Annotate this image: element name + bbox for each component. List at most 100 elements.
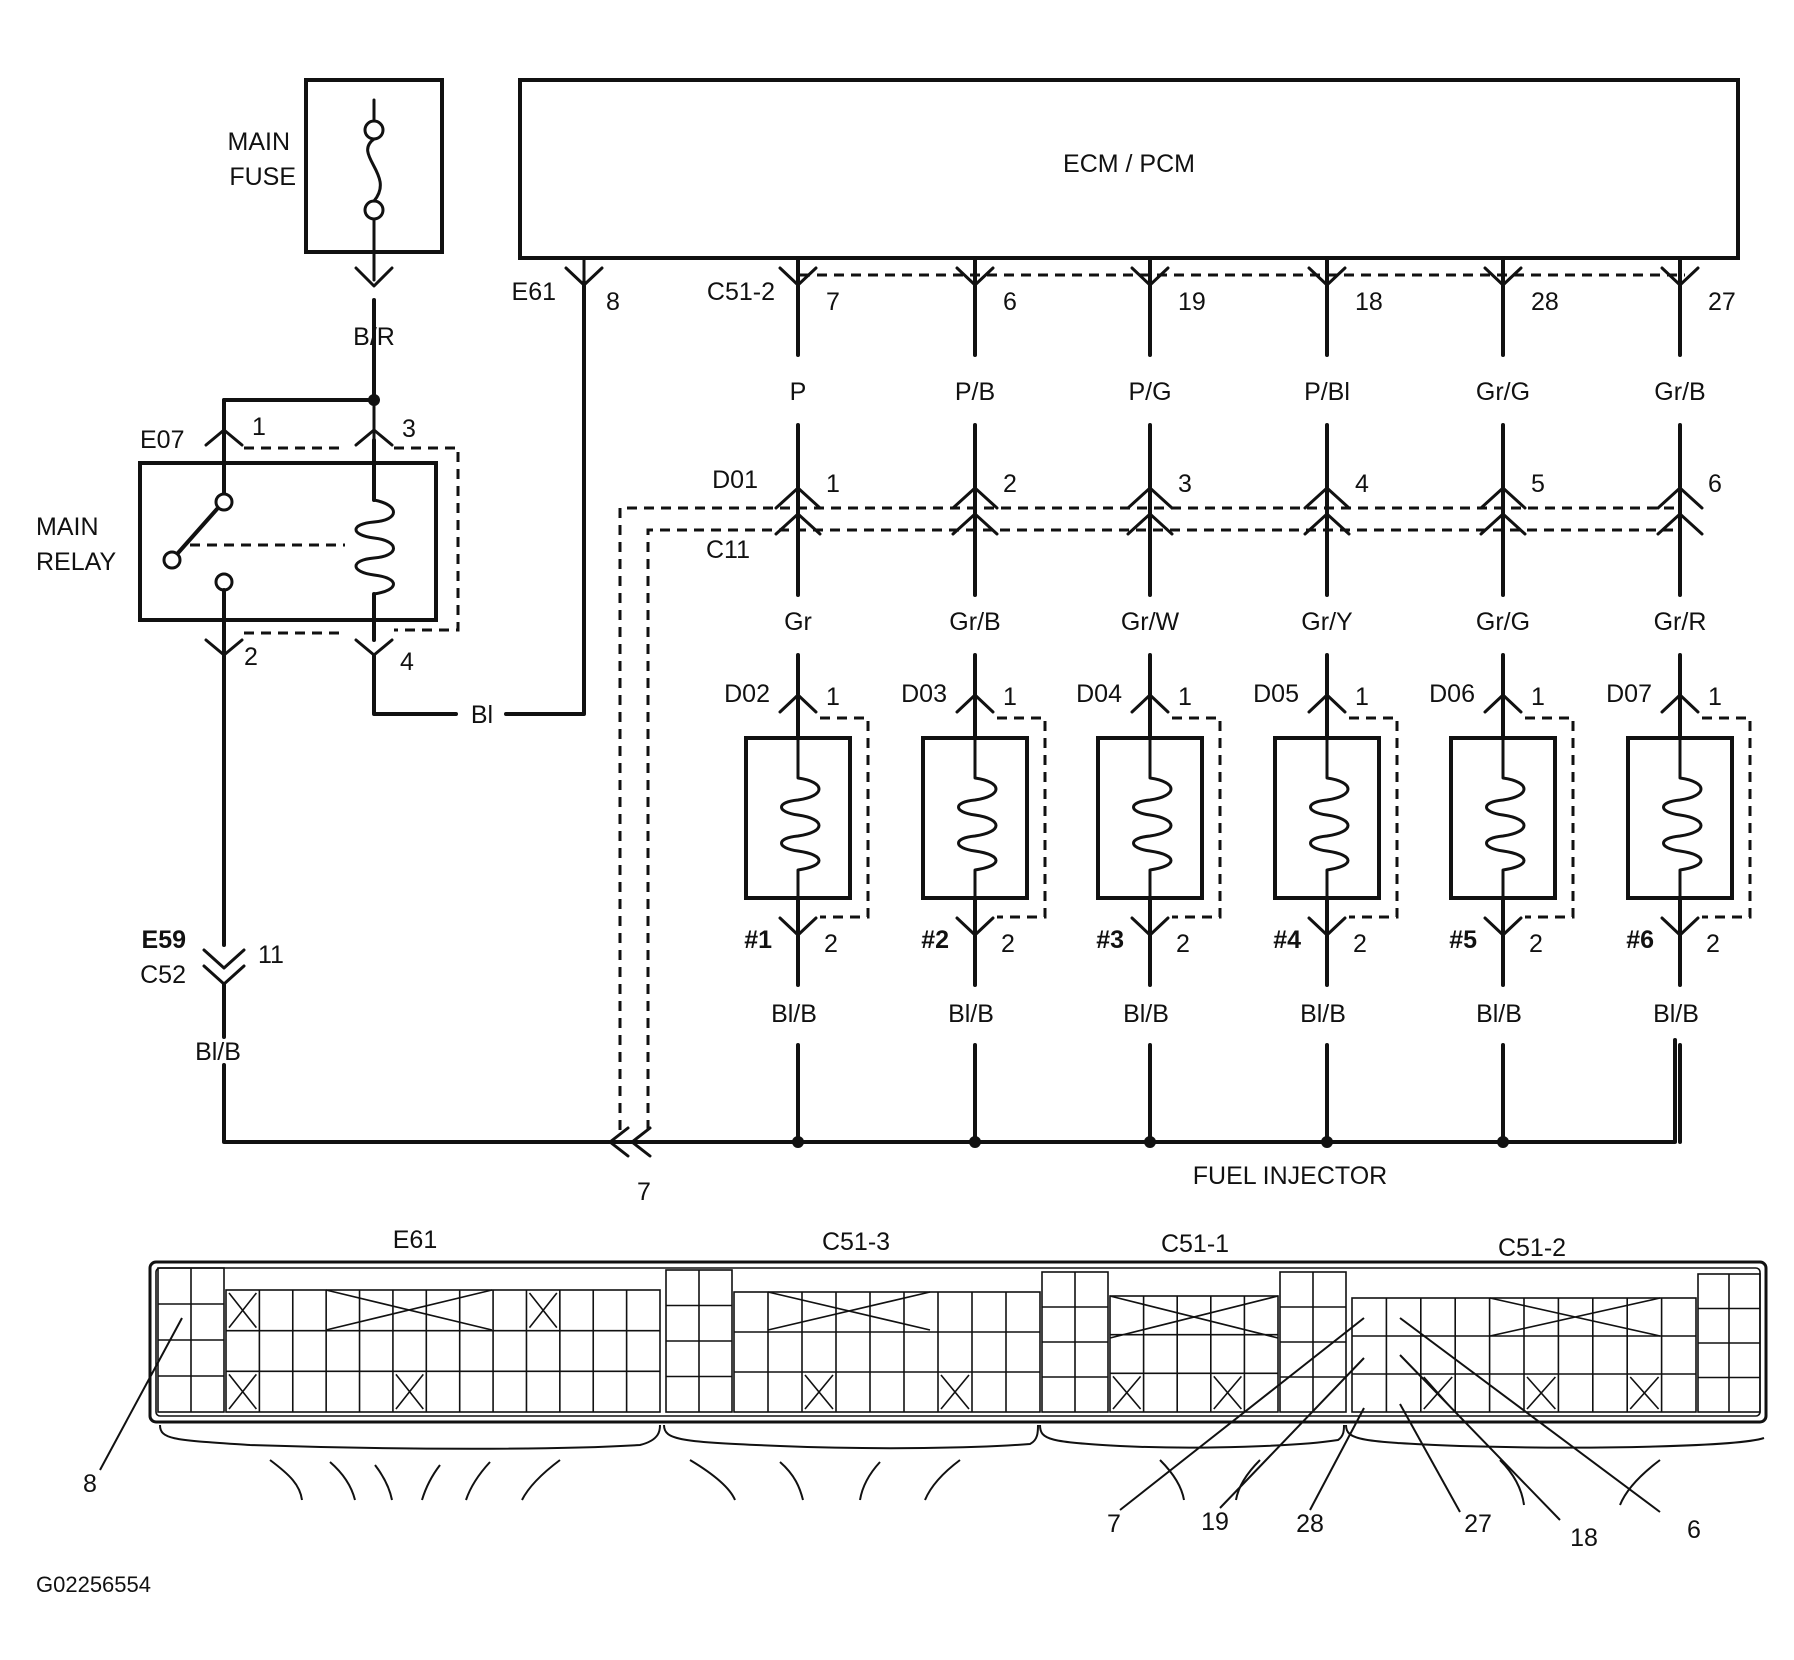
injector-pin-bottom: 2 bbox=[1706, 930, 1720, 958]
e61-blank-span bbox=[325, 1289, 493, 1331]
wire-color-bottom: Bl/B bbox=[1123, 1000, 1169, 1028]
injector-terminal-top bbox=[955, 693, 995, 714]
ecm-pin-label: 6 bbox=[1003, 288, 1017, 316]
injector-pin-bottom: 2 bbox=[1529, 930, 1543, 958]
injector-terminal-bottom bbox=[1483, 916, 1523, 937]
c51-1-right-tower bbox=[1279, 1271, 1347, 1413]
injector-connector-label: D03 bbox=[901, 680, 947, 708]
callout-6: 6 bbox=[1687, 1516, 1701, 1544]
injector-pin-bottom: 2 bbox=[1176, 930, 1190, 958]
injector-connector-label: D05 bbox=[1253, 680, 1299, 708]
blank-cavity bbox=[395, 1373, 424, 1410]
injector-number: #2 bbox=[921, 926, 949, 954]
cavity-block bbox=[225, 1289, 661, 1413]
wire-color-bottom: Bl/B bbox=[1300, 1000, 1346, 1028]
injector-pin-bottom: 2 bbox=[1001, 930, 1015, 958]
cavity-block bbox=[733, 1291, 1041, 1413]
main-relay-label-line2: RELAY bbox=[36, 548, 116, 576]
blank-cavity bbox=[228, 1292, 258, 1329]
injector-terminal-bottom bbox=[1130, 916, 1170, 937]
face-block-e61: E61 bbox=[393, 1226, 437, 1254]
connector-face-grids bbox=[157, 1267, 1761, 1413]
injector-coil bbox=[1662, 736, 1703, 900]
e61-end-tower bbox=[157, 1267, 225, 1413]
relay-pin-4: 4 bbox=[400, 648, 414, 676]
inline-pin-label: 6 bbox=[1708, 470, 1722, 498]
wire-color-top: P/G bbox=[1128, 378, 1171, 406]
wire-color-bottom: Bl/B bbox=[948, 1000, 994, 1028]
callout-27: 27 bbox=[1464, 1510, 1492, 1538]
wire-label-bl: Bl bbox=[471, 701, 493, 729]
callout-19: 19 bbox=[1201, 1508, 1229, 1536]
callout-8: 8 bbox=[83, 1470, 97, 1498]
ecm-pcm-module: ECM / PCM bbox=[518, 78, 1740, 260]
injector-terminal-top bbox=[1130, 693, 1170, 714]
injector-supply-wire: E59 C52 11 Bl/B bbox=[140, 658, 1677, 1144]
injector-pin-bottom: 2 bbox=[824, 930, 838, 958]
injector-connector-label: D06 bbox=[1429, 680, 1475, 708]
callout-18: 18 bbox=[1570, 1524, 1598, 1552]
wire-color-top: P bbox=[790, 378, 807, 406]
ecm-pin-terminal bbox=[778, 266, 818, 287]
inline-pin-label: 3 bbox=[1178, 470, 1192, 498]
injector-terminal-bottom bbox=[778, 916, 818, 937]
injector-coil bbox=[957, 736, 998, 900]
ecm-pin-terminal bbox=[1130, 266, 1170, 287]
e61-cavity-grid bbox=[225, 1289, 661, 1413]
main-fuse: MAIN FUSE bbox=[228, 78, 444, 288]
ecm-pin-label: 19 bbox=[1178, 288, 1206, 316]
c51-2-end-tower bbox=[1697, 1273, 1761, 1413]
main-fuse-label-line2: FUSE bbox=[229, 163, 296, 191]
c51-1-end-tower bbox=[1041, 1271, 1109, 1413]
figure-id: G02256554 bbox=[36, 1572, 151, 1597]
inline-pin-label: 1 bbox=[826, 470, 840, 498]
blank-cavity bbox=[528, 1292, 558, 1329]
injector-pin-top: 1 bbox=[1355, 683, 1369, 711]
ecm-pin-terminal bbox=[1660, 266, 1700, 287]
inline-terminal-upper bbox=[1479, 486, 1527, 510]
e61-pin-label: 8 bbox=[606, 288, 620, 316]
blank-cavity bbox=[940, 1374, 970, 1410]
wire-color-mid: Gr/W bbox=[1121, 608, 1180, 636]
ecm-pin-terminal bbox=[1307, 266, 1347, 287]
injector-shield bbox=[997, 716, 1047, 919]
ecm-pcm-label: ECM / PCM bbox=[1063, 150, 1195, 178]
injector-shield bbox=[1172, 716, 1222, 919]
wire-color-top: Gr/G bbox=[1476, 378, 1530, 406]
injector-connector-label: D04 bbox=[1076, 680, 1122, 708]
ecm-pin-label: 18 bbox=[1355, 288, 1383, 316]
face-block-c51-1: C51-1 bbox=[1161, 1230, 1229, 1258]
relay-pin-3: 3 bbox=[402, 415, 416, 443]
inline-terminal-upper bbox=[1126, 486, 1174, 510]
injector-pin-top: 1 bbox=[1708, 683, 1722, 711]
wire-color-mid: Gr/R bbox=[1654, 608, 1707, 636]
injector-number: #6 bbox=[1626, 926, 1654, 954]
splice-connector-bottom: C52 bbox=[140, 961, 186, 989]
main-fuse-label-line1: MAIN bbox=[228, 128, 291, 156]
injector-terminal-top bbox=[778, 693, 818, 714]
injector-terminal-bottom bbox=[955, 916, 995, 937]
injector-terminal-bottom bbox=[1660, 916, 1700, 937]
ground-joint-pin: 7 bbox=[637, 1178, 651, 1206]
inline-terminal-lower bbox=[1656, 512, 1704, 536]
injector-shield bbox=[1702, 716, 1752, 919]
injector-shield bbox=[1525, 716, 1575, 919]
wire-color-mid: Gr bbox=[784, 608, 812, 636]
injector-number: #3 bbox=[1096, 926, 1124, 954]
wire-color-top: P/Bl bbox=[1304, 378, 1350, 406]
ecm-pin-terminal bbox=[955, 266, 995, 287]
injector-terminal-top bbox=[1660, 693, 1700, 714]
c51-2-blank-span bbox=[1489, 1297, 1661, 1337]
connector-face-view: E61 C51-3 C51-1 C51-2 8 7 19 bbox=[83, 1226, 1768, 1552]
inline-terminal-upper bbox=[1303, 486, 1351, 510]
inline-terminal-upper bbox=[774, 486, 822, 510]
injector-shield bbox=[820, 716, 870, 919]
relay-connector-label: E07 bbox=[140, 426, 184, 454]
ecm-pin-label: 7 bbox=[826, 288, 840, 316]
splice-connector-pin: 11 bbox=[258, 941, 284, 969]
face-block-c51-3: C51-3 bbox=[822, 1228, 890, 1256]
